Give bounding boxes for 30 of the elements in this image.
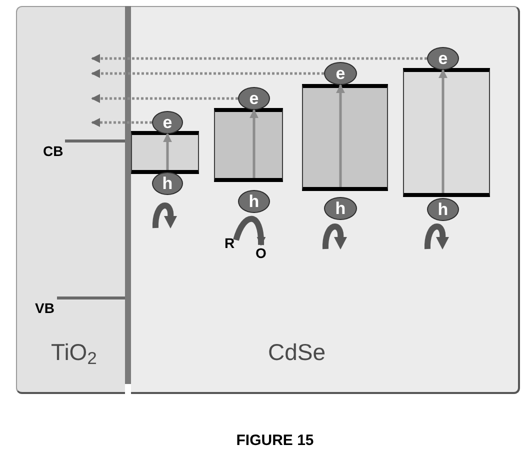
hole-circle: h bbox=[427, 198, 459, 221]
curved-arrow bbox=[233, 216, 266, 246]
material-region bbox=[131, 6, 520, 394]
band-gap-box bbox=[403, 68, 490, 197]
region-label: TiO$_{2}$ bbox=[51, 338, 97, 366]
band-label: CB bbox=[43, 143, 64, 159]
arrow bbox=[163, 133, 172, 170]
band-gap-box bbox=[302, 84, 388, 191]
dotted-arrow bbox=[91, 69, 324, 78]
dotted-arrow bbox=[91, 118, 152, 127]
band-label: VB bbox=[35, 300, 54, 316]
arrow bbox=[336, 84, 345, 187]
electron-circle: e bbox=[324, 62, 357, 85]
dotted-arrow bbox=[91, 94, 238, 103]
redox-label: R bbox=[223, 235, 236, 252]
electron-circle: e bbox=[152, 111, 183, 134]
electron-circle: e bbox=[427, 47, 459, 70]
figure-caption: FIGURE 15 bbox=[236, 432, 314, 450]
band-gap-box bbox=[131, 131, 199, 174]
electron-circle: e bbox=[238, 87, 270, 110]
arrow bbox=[250, 109, 258, 178]
band-gap-box bbox=[214, 108, 283, 182]
arrow bbox=[438, 69, 448, 193]
material-region bbox=[16, 6, 125, 394]
hole-circle: h bbox=[324, 197, 357, 220]
hole-circle: h bbox=[152, 172, 183, 195]
hole-circle: h bbox=[238, 190, 270, 213]
dotted-arrow bbox=[91, 54, 427, 63]
redox-label: O bbox=[254, 245, 268, 262]
region-label: CdSe bbox=[268, 338, 326, 366]
